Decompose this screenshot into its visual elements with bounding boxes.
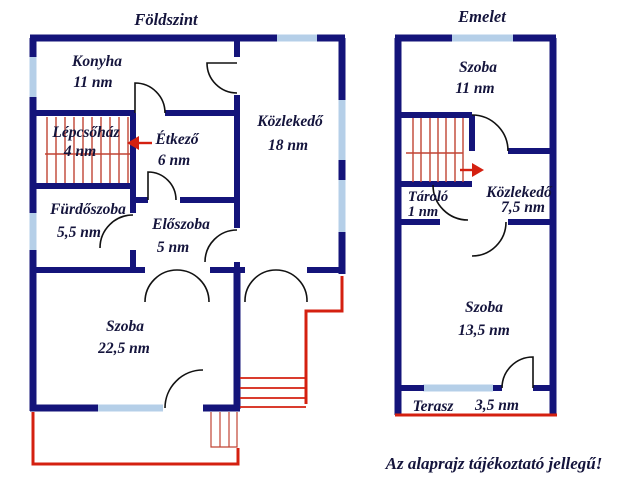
room-area-etkezo: 6 nm [158, 152, 190, 169]
room-area-lepcsohaz: 4 nm [63, 143, 96, 160]
room-area-kozlekedo-felso: 7,5 nm [501, 199, 545, 216]
upper-floor-title: Emelet [457, 7, 506, 26]
room-label-etkezo: Étkező [154, 131, 199, 148]
room-label-eloszoba: Előszoba [151, 216, 210, 233]
room-area-szoba-also: 13,5 nm [458, 322, 510, 339]
upper-floor-staircase [406, 118, 484, 182]
upper-floor-windows [423, 34, 513, 392]
room-label-kozlekedo-felso: Közlekedő [485, 184, 553, 201]
room-label-tarolo: Tároló [408, 189, 448, 205]
arrow-left-icon [127, 136, 152, 150]
room-label-lepcsohaz: Lépcsőház [51, 124, 119, 141]
room-label-konyha: Konyha [71, 53, 122, 70]
room-area-eloszoba: 5 nm [157, 239, 189, 256]
ground-floor-exterior-outline [31, 276, 344, 466]
upper-floor-interior-walls [398, 112, 553, 391]
room-area-furdoszoba: 5,5 nm [57, 224, 101, 241]
room-area-szoba-felso: 11 nm [455, 80, 494, 97]
disclaimer-text: Az alaprajz tájékoztató jellegű! [385, 454, 603, 473]
room-area-kozlekedo: 18 nm [268, 137, 308, 154]
room-label-szoba: Szoba [106, 318, 144, 335]
arrow-right-icon [460, 163, 484, 177]
ground-floor-interior-walls [33, 38, 343, 273]
room-area-szoba: 22,5 nm [97, 340, 150, 357]
ground-floor-title: Földszint [133, 10, 198, 29]
room-area-terasz: 3,5 nm [474, 397, 519, 414]
room-label-szoba-felso: Szoba [459, 59, 497, 76]
ground-floor-plan: Földszint [29, 10, 346, 466]
upper-floor-doors [432, 114, 534, 389]
ground-floor-room-labels: Konyha 11 nm Lépcsőház 4 nm Étkező 6 nm … [49, 53, 324, 357]
room-area-tarolo: 1 nm [408, 204, 438, 220]
room-label-furdoszoba: Fürdőszoba [49, 201, 126, 218]
ground-floor-staircase [45, 117, 152, 183]
ground-floor-doors [99, 62, 308, 409]
room-label-kozlekedo: Közlekedő [256, 113, 324, 130]
room-area-konyha: 11 nm [73, 74, 112, 91]
upper-floor-plan: Emelet [394, 7, 557, 417]
room-label-szoba-also: Szoba [465, 299, 503, 316]
ground-floor-windows [29, 34, 346, 412]
room-label-terasz: Terasz [413, 398, 454, 415]
upper-floor-room-labels: Szoba 11 nm Tároló 1 nm Közlekedő 7,5 nm… [408, 59, 553, 415]
